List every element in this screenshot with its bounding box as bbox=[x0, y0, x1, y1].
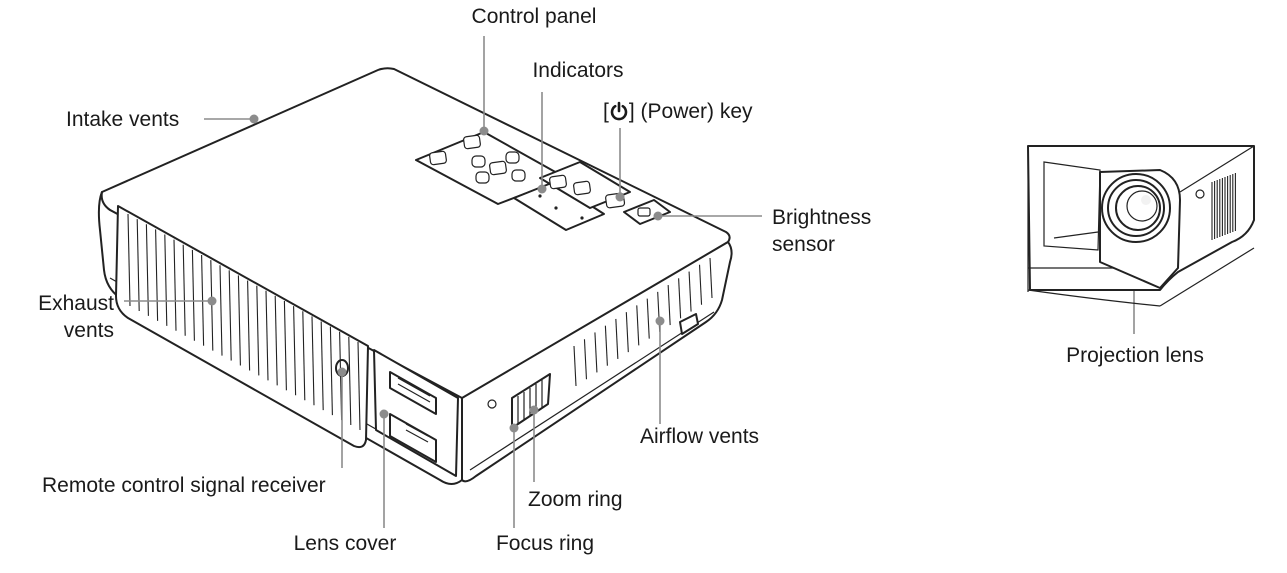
brightness-sensor-window bbox=[637, 207, 651, 217]
exhaust-vent-slats bbox=[127, 213, 361, 431]
menu-key bbox=[429, 150, 447, 166]
control-panel-graphic bbox=[415, 131, 671, 231]
exhaust-vent-slat bbox=[155, 229, 159, 321]
power-icon bbox=[609, 101, 629, 121]
exhaust-vent-slat bbox=[228, 270, 232, 361]
exhaust-vent-slat bbox=[320, 321, 324, 411]
exhaust-vent-slat bbox=[247, 280, 251, 371]
right-key bbox=[511, 169, 526, 182]
airflow-vent-slat bbox=[625, 312, 629, 353]
airflow-vent-slat bbox=[698, 264, 703, 305]
label-airflow-vents: Airflow vents bbox=[640, 425, 760, 448]
exhaust-vent-slat bbox=[256, 285, 260, 376]
airflow-vent-slat bbox=[709, 257, 713, 299]
exhaust-vent-slat bbox=[302, 311, 306, 401]
airflow-vent-slat bbox=[604, 325, 608, 366]
label-intake-vents: Intake vents bbox=[66, 108, 180, 131]
power-key-bracket-open: [ bbox=[603, 100, 609, 123]
up-key bbox=[471, 155, 486, 168]
exhaust-vent-slat bbox=[293, 306, 297, 396]
airflow-vent-slat bbox=[573, 345, 577, 387]
brightness-sensor-line1: Brightness bbox=[772, 206, 872, 229]
airflow-vent-slat bbox=[594, 332, 598, 373]
label-brightness-sensor: Brightness sensor bbox=[772, 204, 871, 259]
exhaust-vent-slat bbox=[219, 265, 223, 356]
airflow-vent-slat bbox=[636, 305, 640, 346]
power-key-text: ] (Power) key bbox=[628, 100, 753, 123]
exhaust-vent-slat bbox=[173, 239, 177, 331]
exhaust-vents-line2: vents bbox=[63, 319, 114, 343]
right-up-key bbox=[505, 151, 520, 164]
esc-key bbox=[463, 134, 481, 150]
label-projection-lens: Projection lens bbox=[1066, 344, 1204, 367]
exhaust-vent-slat bbox=[265, 290, 269, 381]
exhaust-vent-slat bbox=[127, 213, 131, 307]
input-key bbox=[549, 174, 567, 190]
label-exhaust-vents: Exhaust vents bbox=[4, 290, 114, 345]
exhaust-vent-slat bbox=[164, 234, 168, 326]
airflow-vent-slat bbox=[615, 318, 619, 359]
label-remote-receiver: Remote control signal receiver bbox=[42, 474, 326, 497]
airflow-vent-slat bbox=[678, 278, 682, 319]
left-key bbox=[475, 171, 490, 184]
exhaust-vent-slat bbox=[311, 316, 315, 406]
label-indicators: Indicators bbox=[532, 59, 624, 82]
label-lens-cover: Lens cover bbox=[293, 532, 397, 555]
airflow-vent-slat bbox=[667, 285, 671, 326]
airflow-vent-slat bbox=[688, 271, 692, 312]
label-focus-ring: Focus ring bbox=[495, 532, 595, 555]
airflow-vent-slat bbox=[646, 298, 650, 339]
exhaust-vent-slat bbox=[348, 336, 352, 426]
exhaust-vent-slat bbox=[357, 341, 361, 431]
label-zoom-ring: Zoom ring bbox=[528, 488, 623, 511]
exhaust-vent-slat bbox=[182, 244, 186, 336]
exhaust-vent-slat bbox=[283, 301, 287, 391]
enter-key bbox=[489, 160, 507, 176]
label-control-panel: Control panel bbox=[471, 5, 597, 28]
auto-key bbox=[573, 180, 591, 196]
exhaust-vent-slat bbox=[274, 295, 278, 386]
brightness-sensor-line2: sensor bbox=[772, 233, 836, 257]
leader-lines bbox=[124, 36, 1139, 528]
label-power-key: [ ] (Power) key bbox=[603, 98, 753, 125]
exhaust-vent-slat bbox=[191, 249, 195, 341]
projection-lens-inset bbox=[1027, 145, 1255, 307]
exhaust-vent-slat bbox=[136, 219, 140, 311]
exhaust-vent-slat bbox=[329, 326, 333, 416]
exhaust-vents-line1: Exhaust bbox=[38, 292, 114, 315]
airflow-vent-slat bbox=[583, 339, 588, 380]
exhaust-vent-slat bbox=[237, 275, 241, 366]
projector-body bbox=[97, 67, 733, 485]
